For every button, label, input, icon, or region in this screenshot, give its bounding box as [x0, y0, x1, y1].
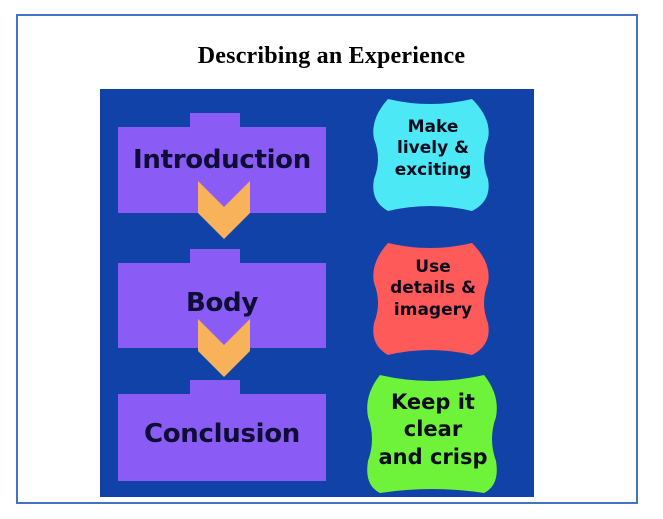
step-box-conclusion: [118, 380, 326, 481]
note-text-details: Use details & imagery: [370, 257, 496, 321]
chevron-down-icon: [198, 319, 250, 377]
step-label-introduction: Introduction: [133, 145, 311, 175]
note-line: details &: [390, 278, 476, 299]
chevron-down-icon: [198, 181, 250, 239]
note-line: Keep it: [391, 390, 475, 414]
note-line: lively &: [397, 138, 469, 159]
note-line: imagery: [393, 299, 473, 320]
note-text-lively: Make lively & exciting: [370, 117, 496, 181]
step-label-body: Body: [185, 288, 259, 318]
note-line: Use: [415, 257, 451, 277]
flow-diagram: [118, 99, 497, 493]
step-box-body: [118, 249, 326, 348]
note-shape-lively: [373, 99, 489, 211]
note-shape-clear: [367, 375, 497, 493]
note-shape-details: [373, 243, 489, 355]
note-line: and crisp: [378, 444, 488, 469]
note-line: clear: [403, 417, 463, 442]
step-label-conclusion: Conclusion: [143, 419, 301, 449]
page-title: Describing an Experience: [197, 43, 466, 69]
note-line: exciting: [394, 159, 472, 180]
note-line: Make: [407, 117, 459, 137]
diagram-panel: Introduction Body Conclusion Make lively…: [100, 89, 534, 497]
step-box-introduction: [118, 113, 326, 213]
note-text-clear: Keep it clear and crisp: [364, 389, 502, 471]
